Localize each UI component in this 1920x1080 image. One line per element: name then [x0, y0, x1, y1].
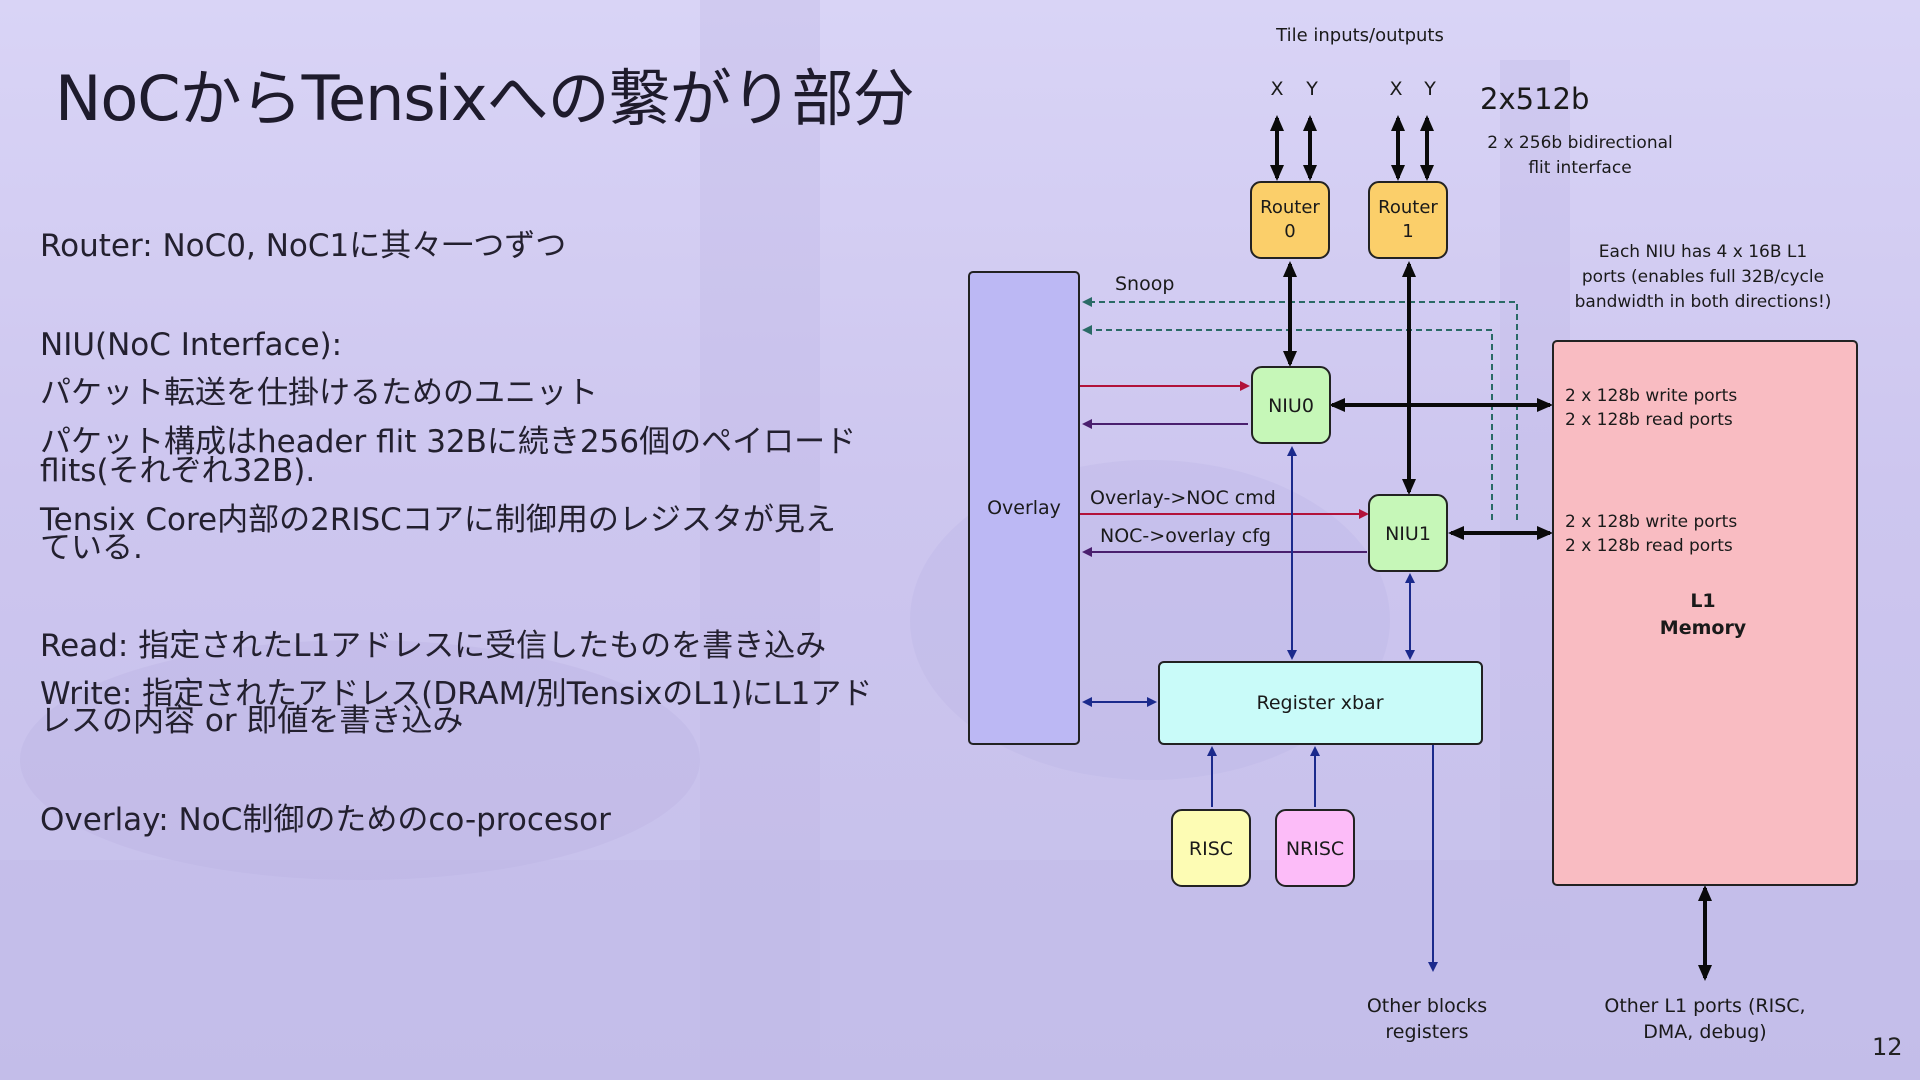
- bullet-niu-purpose: パケット転送を仕掛けるためのユニット: [40, 375, 598, 411]
- router1-port-x: X: [1389, 78, 1402, 100]
- bullet-router: Router: NoC0, NoC1に其々一つずつ: [40, 228, 567, 264]
- register-xbar-block: Register xbar: [1158, 661, 1483, 745]
- bullet-write: Write: 指定されたアドレス(DRAM/別TensixのL1)にL1アド: [40, 676, 873, 712]
- niu-note-line1: Each NIU has 4 x 16B L1: [1599, 242, 1807, 262]
- bullet-control-registers: Tensix Core内部の2RISCコアに制御用のレジスタが見え: [40, 502, 836, 538]
- l1-ports-niu1-read: 2 x 128b read ports: [1565, 536, 1733, 556]
- niu0-block: NIU0: [1251, 366, 1331, 444]
- bullet-packet-format: パケット構成はheader flit 32Bに続き256個のペイロード: [40, 424, 857, 460]
- bus-width-label: 2x512b: [1480, 82, 1589, 116]
- router0-port-x: X: [1270, 78, 1283, 100]
- l1-memory-label-2: Memory: [1660, 617, 1747, 639]
- risc-block: RISC: [1171, 809, 1251, 887]
- router0-port-y: Y: [1305, 78, 1318, 100]
- router0-index: 0: [1284, 221, 1295, 242]
- bullet-control-registers-cont: ている.: [40, 530, 143, 566]
- bullet-write-cont: レスの内容 or 即値を書き込み: [40, 703, 464, 739]
- other-blocks-label-1: Other blocks: [1367, 995, 1487, 1017]
- bus-note-line1: 2 x 256b bidirectional: [1487, 133, 1672, 153]
- noc-to-overlay-label: NOC->overlay cfg: [1100, 525, 1271, 547]
- other-l1-ports-label-1: Other L1 ports (RISC,: [1604, 995, 1805, 1017]
- bullet-packet-format-cont: flits(それぞれ32B).: [40, 453, 316, 489]
- bus-note-line2: flit interface: [1528, 158, 1631, 178]
- bullet-read: Read: 指定されたL1アドレスに受信したものを書き込み: [40, 628, 827, 664]
- slide-title: NoCからTensixへの繋がり部分: [55, 62, 915, 135]
- router1-index: 1: [1402, 221, 1413, 242]
- risc-label: RISC: [1189, 838, 1233, 860]
- l1-ports-niu0-write: 2 x 128b write ports: [1565, 386, 1737, 406]
- router1-port-y: Y: [1423, 78, 1436, 100]
- snoop-label: Snoop: [1115, 273, 1174, 295]
- nrisc-block: NRISC: [1275, 809, 1355, 887]
- l1-ports-niu0-read: 2 x 128b read ports: [1565, 410, 1733, 430]
- niu1-block: NIU1: [1368, 494, 1448, 572]
- niu-note-line2: ports (enables full 32B/cycle: [1582, 267, 1824, 287]
- bullet-overlay: Overlay: NoC制御のためのco-procesor: [40, 802, 611, 838]
- l1-memory-block: 2 x 128b write ports 2 x 128b read ports…: [1552, 340, 1858, 886]
- tile-io-label: Tile inputs/outputs: [1275, 25, 1444, 46]
- niu1-label: NIU1: [1385, 523, 1431, 545]
- l1-ports-niu1-write: 2 x 128b write ports: [1565, 512, 1737, 532]
- register-xbar-label: Register xbar: [1256, 692, 1383, 714]
- overlay-to-noc-label: Overlay->NOC cmd: [1090, 487, 1276, 509]
- snoop-line-niu0: [1082, 325, 1493, 520]
- overlay-block: Overlay: [968, 271, 1080, 745]
- router0-label: Router: [1260, 197, 1320, 218]
- router1-label: Router: [1378, 197, 1438, 218]
- overlay-label: Overlay: [987, 497, 1061, 519]
- page-number: 12: [1872, 1033, 1903, 1061]
- nrisc-label: NRISC: [1286, 838, 1344, 860]
- router0-block: Router 0: [1250, 181, 1330, 259]
- other-l1-ports-label-2: DMA, debug): [1643, 1021, 1766, 1043]
- niu0-label: NIU0: [1268, 395, 1314, 417]
- snoop-line-niu1: [1082, 297, 1518, 520]
- niu-note-line3: bandwidth in both directions!): [1575, 292, 1832, 312]
- bullet-niu-heading: NIU(NoC Interface):: [40, 327, 343, 363]
- other-blocks-label-2: registers: [1385, 1021, 1468, 1043]
- l1-memory-label-1: L1: [1690, 590, 1715, 612]
- router1-block: Router 1: [1368, 181, 1448, 259]
